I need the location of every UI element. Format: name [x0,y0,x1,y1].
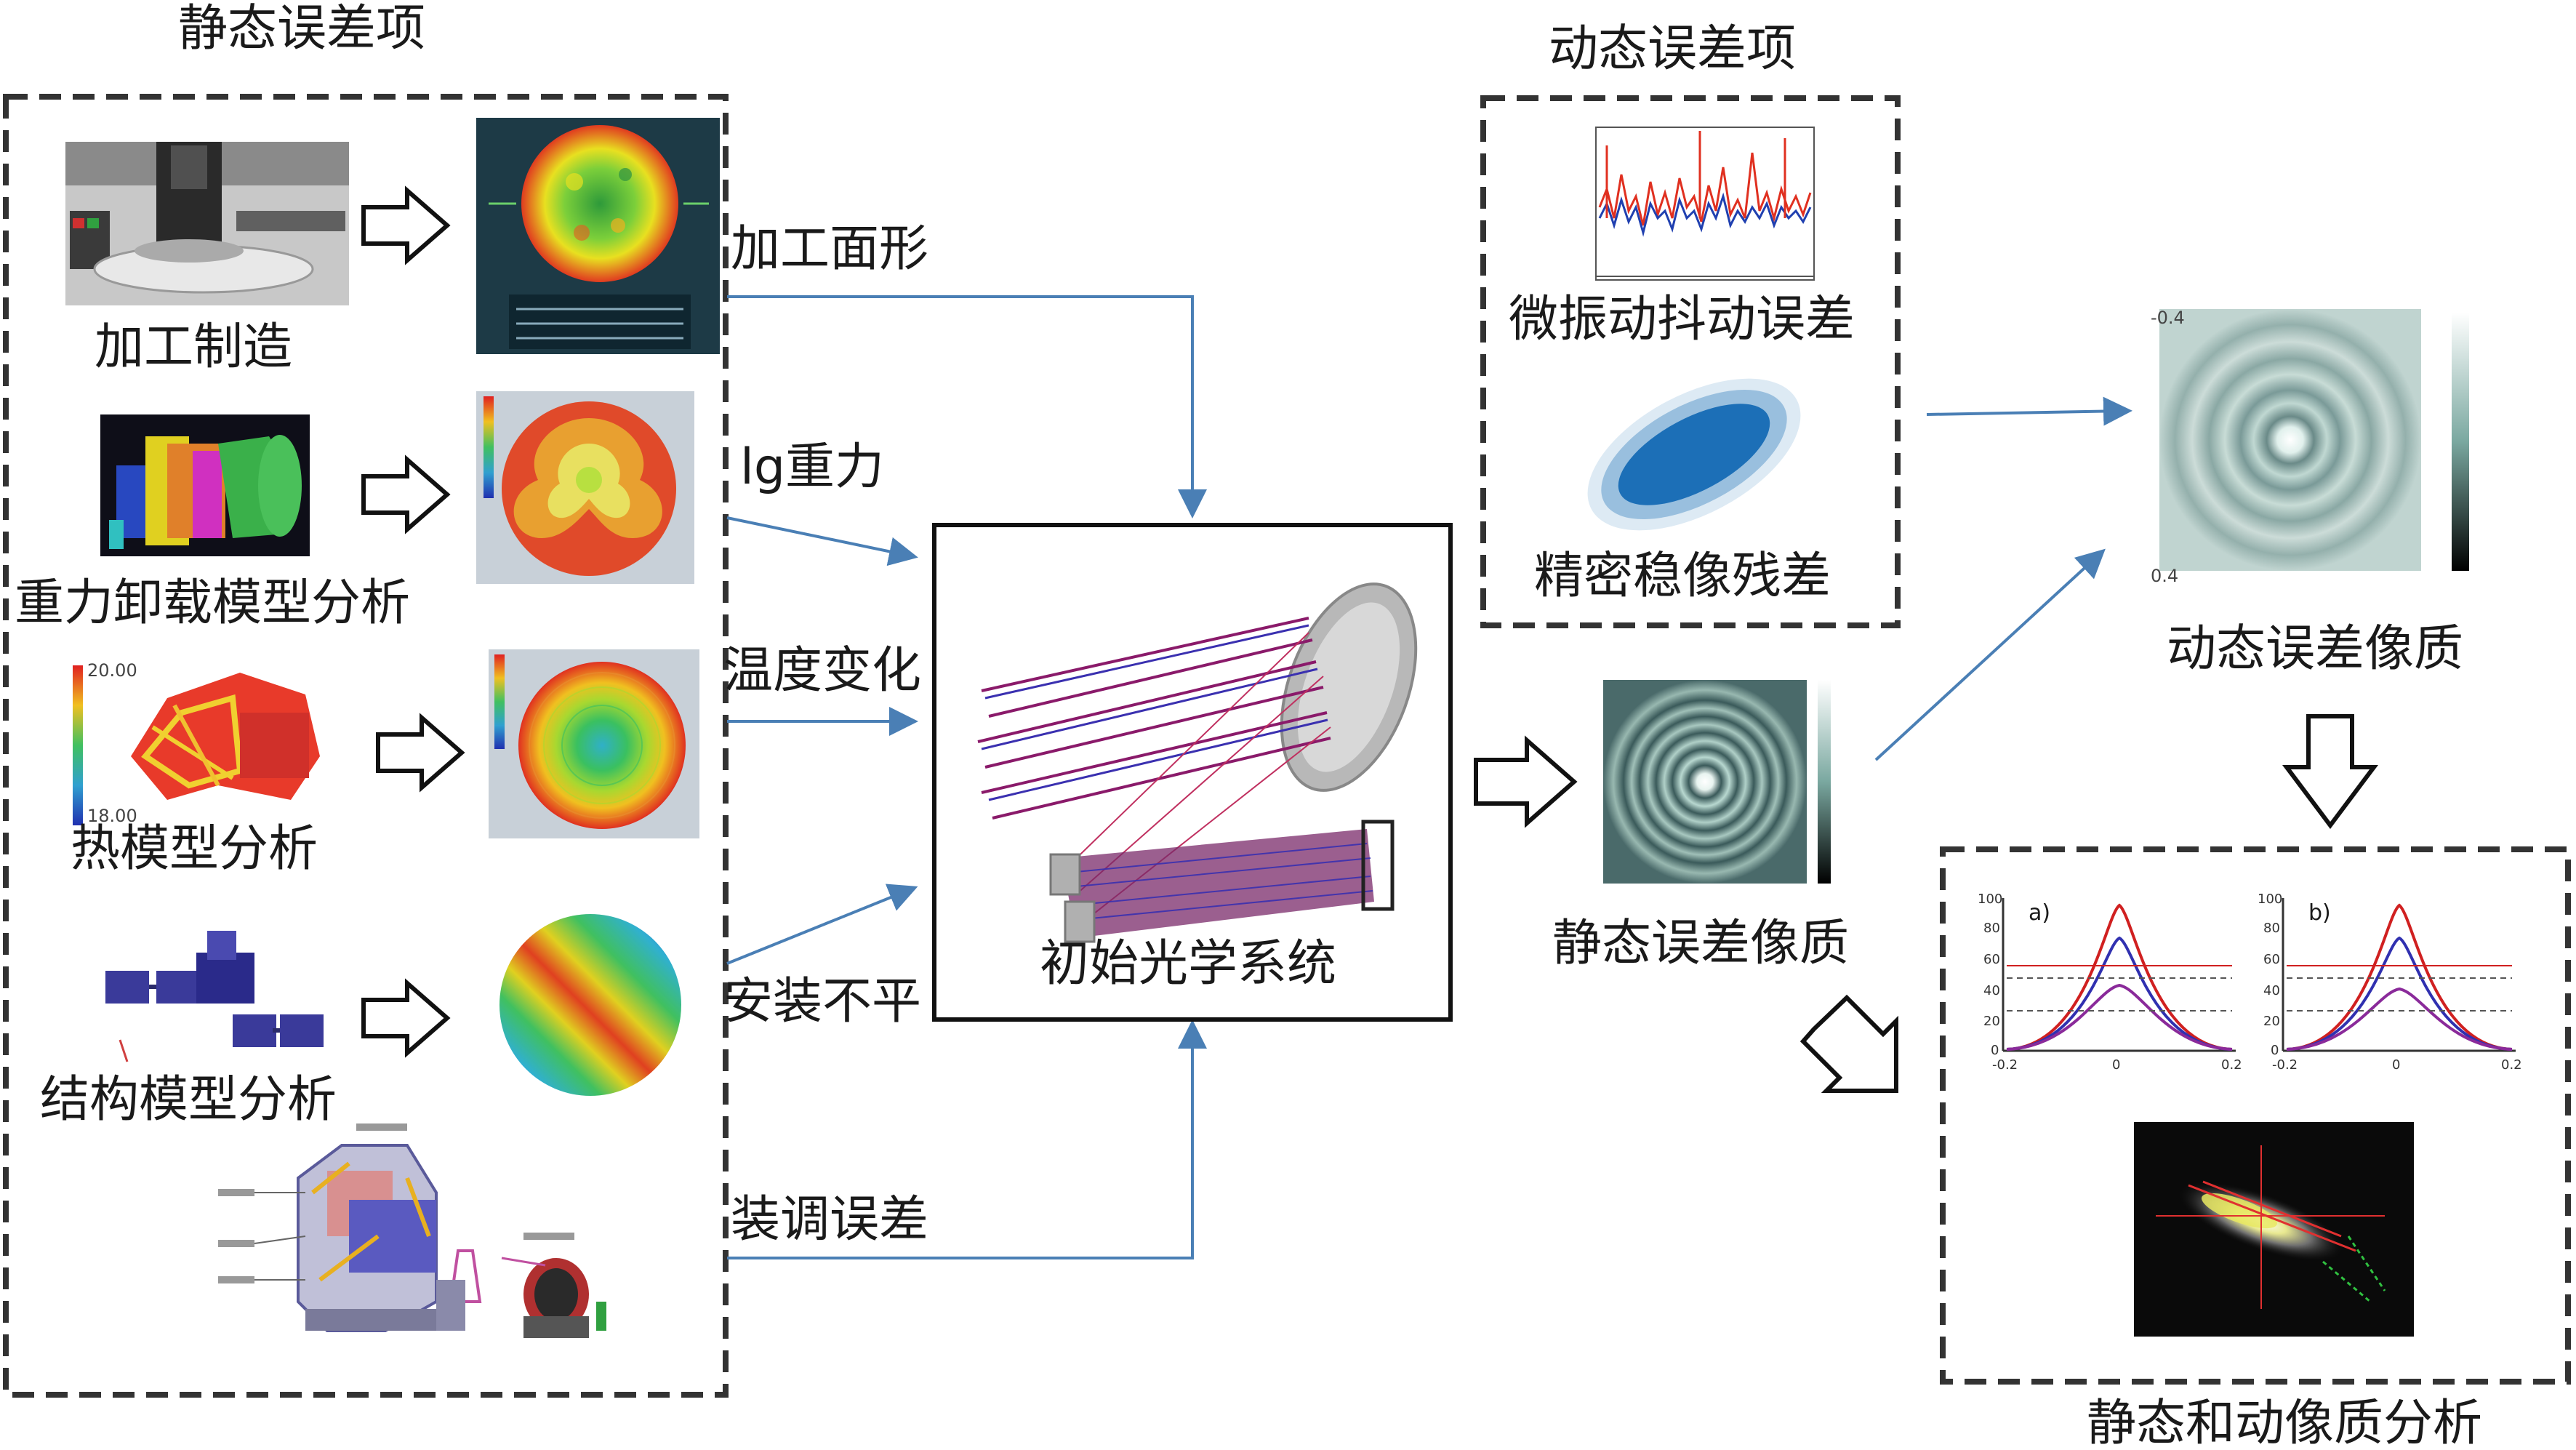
connector-arrow-mounting [726,884,918,965]
tick-b-y2: 60 [2263,952,2280,967]
gravity-hollow-arrow [361,454,451,534]
static-psf-image [1603,680,1831,884]
tick-a-x2: 0.2 [2221,1057,2242,1073]
static-to-analysis-hollow-arrow [1799,994,1898,1093]
connector-arrow-gravity [726,516,918,566]
svg-text:-0.4: -0.4 [2151,308,2185,328]
thermal-model: 20.00 18.00 [73,660,320,826]
connector-label-surface: 加工面形 [731,220,928,278]
tick-a-y3: 40 [1983,983,2000,998]
static-section-title: 静态误差项 [178,0,425,57]
arrow-static-to-dynamic-quality [1874,548,2106,761]
tick-a-y4: 20 [1983,1014,2000,1029]
svg-text:20.00: 20.00 [87,660,137,681]
manufacturing-label: 加工制造 [95,319,292,376]
panel-b-label: b) [2308,900,2331,926]
profile-panel-a: a) [2002,898,2236,1052]
svg-text:0.4: 0.4 [2151,566,2178,586]
structure-model-label: 结构模型分析 [40,1071,337,1129]
dynamic-quality-label: 动态误差像质 [2167,620,2463,678]
surface-measurement-screen [476,118,720,354]
tick-a-y1: 80 [1983,921,2000,936]
optical-raytrace-illustration [977,582,1418,943]
tick-a-x0: -0.2 [1992,1057,2018,1073]
manufacturing-hollow-arrow [361,185,451,265]
profile-panel-b: b) [2282,898,2516,1052]
tick-b-y1: 80 [2263,921,2280,936]
connector-arrow-surface [727,295,1207,518]
gravity-deformation-map [476,391,694,584]
static-quality-hollow-arrow [1474,735,1578,828]
manufacturing-photo [65,142,349,305]
assembly-structure-diagram [218,1123,606,1338]
static-section-border [3,94,729,1398]
optical-system-label: 初始光学系统 [1040,935,1336,993]
connector-label-gravity: lg重力 [740,438,884,496]
dynamic-to-analysis-hollow-arrow [2282,714,2378,829]
dynamic-spot-image [2134,1122,2414,1337]
thermal-hollow-arrow [376,713,465,793]
thermal-deformation-map [489,649,699,838]
gravity-cad-model [100,414,310,556]
thermal-model-label: 热模型分析 [71,820,318,878]
static-quality-label: 静态误差像质 [1552,915,1849,972]
tick-b-y0: 100 [2258,892,2282,907]
panel-a-label: a) [2029,900,2050,926]
connector-label-alignment: 装调误差 [731,1191,928,1249]
tick-a-y0: 100 [1978,892,2002,907]
stabilization-scatter-plot [1587,360,1801,531]
tick-b-y3: 40 [2263,983,2280,998]
tick-a-y5: 0 [1991,1043,1999,1058]
gravity-model-label: 重力卸载模型分析 [15,574,410,632]
tick-b-x0: -0.2 [2272,1057,2298,1073]
connector-arrow-alignment [727,1020,1207,1259]
connector-label-mounting: 安装不平 [723,973,921,1030]
structure-satellite-model [105,931,324,1062]
tick-b-x1: 0 [2392,1057,2400,1073]
jitter-time-series-plot [1595,127,1815,281]
structure-deformation-map [489,909,696,1102]
tick-a-y2: 60 [1983,952,2000,967]
analysis-section-border [1940,846,2571,1385]
arrow-dynamic-to-quality [1926,396,2132,426]
svg-text:18.00: 18.00 [87,806,137,826]
analysis-label: 静态和动像质分析 [2087,1395,2482,1450]
connector-label-temperature: 温度变化 [723,642,921,700]
tick-b-x2: 0.2 [2501,1057,2522,1073]
tick-b-y4: 20 [2263,1014,2280,1029]
jitter-label: 微振动抖动误差 [1509,291,1855,348]
structure-hollow-arrow [361,978,451,1058]
tick-a-x1: 0 [2112,1057,2120,1073]
dynamic-section-border [1480,95,1901,628]
dynamic-section-title: 动态误差项 [1549,20,1796,78]
tick-b-y5: 0 [2271,1043,2279,1058]
stabilization-label: 精密稳像残差 [1534,548,1831,605]
dynamic-psf-image: -0.4 0.4 [2151,308,2469,586]
